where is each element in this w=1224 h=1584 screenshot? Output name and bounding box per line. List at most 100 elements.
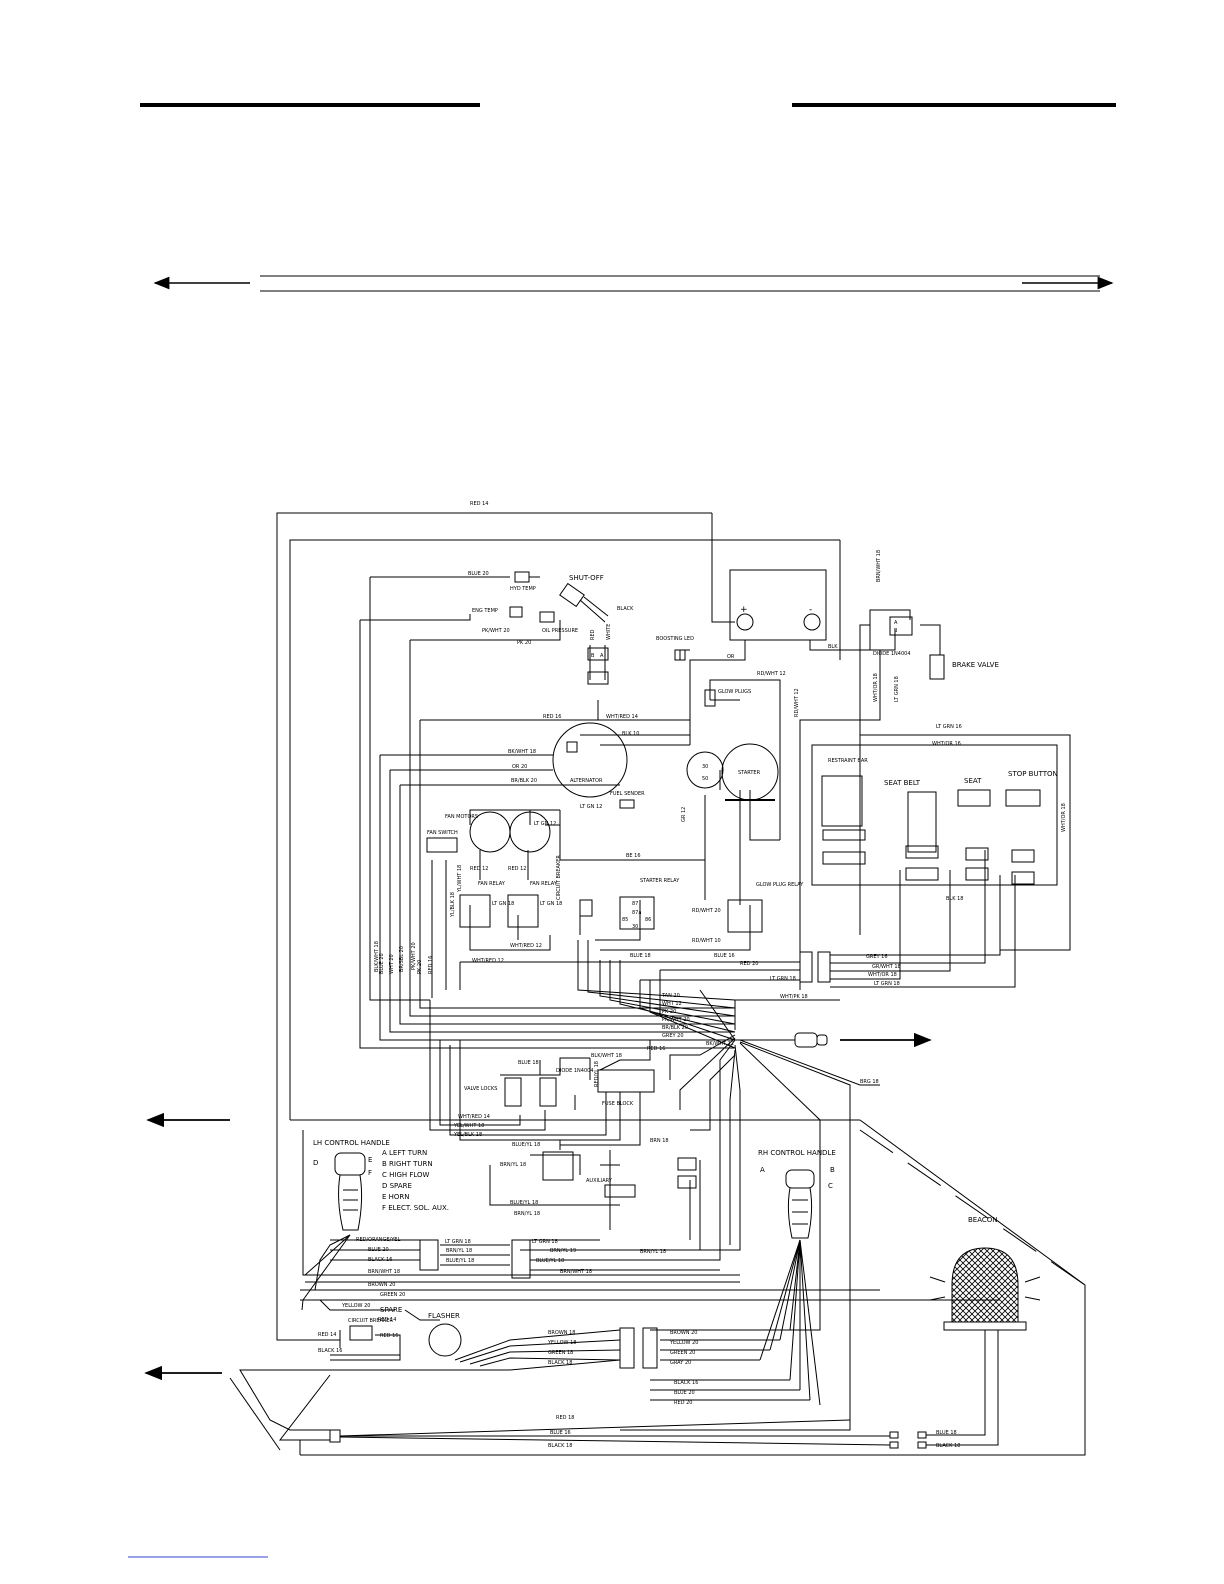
starter-term-30: 30 (702, 764, 708, 770)
wire-yel-wht-18: YEL/WHT 18 (453, 1123, 484, 1129)
alternator-label: ALTERNATOR (570, 778, 603, 784)
wire-white-sh: WHITE (606, 624, 612, 640)
wire-blue-20v: BLUE 20 (379, 953, 385, 974)
wire-lt-gn-12b: LT GN 12 (534, 821, 556, 827)
wire-blue-yl-18d: BLUE/YL 18 (446, 1258, 474, 1264)
connector-abcd-right (799, 951, 813, 983)
wiring-frame (144, 512, 1086, 1456)
beacon-icon (929, 1247, 1041, 1331)
wire-lt-grn-18c: LT GRN 18 (770, 976, 796, 982)
wire-brn-wht-18-top: BRN/WHT 18 (876, 550, 882, 582)
spare-label: SPARE (380, 1306, 402, 1314)
rh-pin-a: A (760, 1166, 765, 1174)
wire-or: OR (727, 654, 735, 660)
wire-red-yl-18: RED/YL 18 (594, 1061, 600, 1087)
wire-yellow-18: YELLOW 18 (547, 1340, 576, 1346)
wire-lt-grn-18d: LT GRN 18 (532, 1239, 558, 1245)
wire-wht-red-14-low: WHT/RED 14 (458, 1114, 490, 1120)
wire-bk-wht-12: BK/WHT 12 (706, 1041, 734, 1047)
wire-red-14-top: RED 14 (470, 501, 488, 507)
wire-red-16b: RED 16 (647, 1046, 665, 1052)
wire-lt-grn-18e: LT GRN 18 (445, 1239, 471, 1245)
fan-relay-1-label: FAN RELAY (478, 881, 506, 887)
wire-lt-grn-18b: LT GRN 18 (874, 981, 900, 987)
rh-pin-c: C (828, 1182, 833, 1190)
shutoff-label: SHUT-OFF (569, 574, 604, 582)
wire-red-16v: RED 16 (428, 956, 434, 974)
relay-term-30: 30 (632, 924, 638, 930)
lh-connector-1 (419, 1239, 439, 1271)
wire-brn-yl-18: BRN/YL 18 (500, 1162, 526, 1168)
wire-green-18: GREEN 18 (548, 1350, 573, 1356)
connector-stop (1011, 849, 1035, 885)
fan-switch (426, 837, 458, 853)
wire-wht-or-16: WHT/OR 16 (932, 741, 961, 747)
eng-temp-label: ENG TEMP (472, 608, 498, 614)
fan-motors-label: FAN MOTORS (445, 814, 478, 820)
seat-belt-switch (907, 791, 937, 853)
auxiliary-label: AUXILIARY (586, 1178, 613, 1184)
wire-lt-gn-18a: LT GN 18 (492, 901, 514, 907)
restraint-bar-switch (821, 775, 863, 827)
wire-blue-16b: BLUE 16 (550, 1430, 571, 1436)
wire-brn-18: BRN 18 (650, 1138, 669, 1144)
flasher (428, 1323, 462, 1357)
fan-switch-label: FAN SWITCH (427, 830, 458, 836)
lh-pin-f: F (368, 1169, 372, 1177)
wire-pk-20: PK 20 (517, 640, 531, 646)
connector-restraint (822, 829, 866, 865)
rh-connector-top (677, 1157, 697, 1171)
wire-blue-16: BLUE 16 (714, 953, 735, 959)
wire-or-20: OR 20 (512, 764, 527, 770)
flasher-label: FLASHER (428, 1312, 460, 1320)
wire-yellow-20r: YELLOW 20 (669, 1340, 698, 1346)
starter-label: STARTER (738, 770, 761, 776)
wire-rd-wht-12b: RD/WHT 12 (794, 688, 800, 717)
wire-wht-or-18: WHT/OR 18 (873, 673, 879, 702)
wire-br-blk-20: BR/BLK 20 (511, 778, 537, 784)
fan-relay-1 (459, 894, 491, 928)
battery-plus-label: + (740, 605, 748, 615)
auxiliary-connector (604, 1184, 636, 1198)
wire-blue-20: BLUE 20 (468, 571, 489, 577)
valve-lock-2 (539, 1077, 557, 1107)
wire-red-12: RED 12 (470, 866, 488, 872)
glow-plugs-label: GLOW PLUGS (718, 689, 751, 695)
diode-1n4004-label: DIODE 1N4004 (556, 1068, 594, 1074)
connector-shutoff-2 (587, 671, 609, 685)
glow-plug-relay (727, 899, 763, 933)
fuel-sender (619, 799, 635, 809)
wire-blue-yl-18b: BLUE/YL 18 (510, 1200, 538, 1206)
circuit-breaker-label: CIRCUIT BREAKER (556, 855, 562, 900)
valve-locks-label: VALVE LOCKS (464, 1086, 497, 1092)
wire-pk-20b: PK 20 (662, 1009, 676, 1015)
wire-grey-20: GREY 20 (662, 1033, 684, 1039)
wire-blk-wht-18: BLK/WHT 18 (591, 1053, 622, 1059)
wire-be-16: BE 16 (626, 853, 641, 859)
wire-red-16c: RED 16 (380, 1333, 398, 1339)
wire-grey-16: GREY 16 (866, 954, 888, 960)
wire-blk-wht-18v: BLK/WHT 18 (374, 941, 380, 972)
wire-rd-wht-20: RD/WHT 20 (692, 908, 721, 914)
oil-pressure-sensor (539, 611, 555, 623)
hyd-temp-label: HYD TEMP (510, 586, 536, 592)
boosting-led-label: BOOSTING LED (656, 636, 694, 642)
relay-term-85: 85 (622, 917, 628, 923)
glow-plugs (704, 689, 716, 707)
fan-relay-2-label: FAN RELAY (530, 881, 558, 887)
lh-legend-a: A LEFT TURN (382, 1149, 427, 1157)
glow-plug-relay-label: GLOW PLUG RELAY (756, 882, 804, 888)
circuit-breaker (579, 899, 593, 917)
oil-pressure-label: OIL PRESSURE (542, 628, 578, 634)
aux-relay (542, 1151, 574, 1181)
wire-brn-wht-18: BRN/WHT 18 (560, 1269, 592, 1275)
wire-br-sbl-20: BR/SBL 20 (399, 946, 405, 972)
lh-pin-e: E (368, 1156, 372, 1164)
wire-red-orange-yel: RED/ORANGE/YEL (356, 1237, 400, 1243)
seat-switch (957, 789, 991, 807)
lh-control-handle (334, 1152, 366, 1231)
brake-valve-label: BRAKE VALVE (952, 661, 999, 669)
stop-button-switch (1005, 789, 1041, 807)
wire-gr-12: GR 12 (681, 807, 687, 822)
